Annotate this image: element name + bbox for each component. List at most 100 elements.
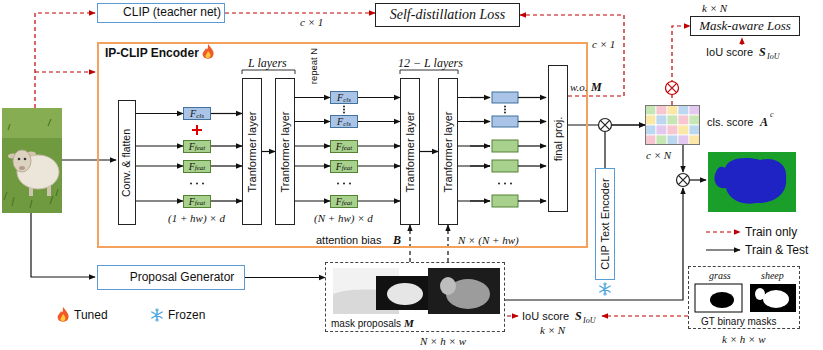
ellipsis-dots <box>202 183 204 185</box>
flow-arrows <box>518 165 546 166</box>
ellipsis-dots <box>190 183 192 185</box>
token-box: Ffeat <box>330 160 358 173</box>
node-label: Tranformer layer <box>279 111 291 192</box>
annotation-label: k × h × w <box>722 333 766 345</box>
flow-arrows <box>470 145 490 146</box>
gt-mask-images <box>695 284 742 312</box>
annotation-label: IoU score <box>706 46 753 58</box>
input-photo <box>4 119 58 208</box>
node-label: IP-CLIP Encoder <box>105 47 199 60</box>
connector-arrow <box>358 97 400 98</box>
node-label: Tranformer layer <box>442 111 454 192</box>
score-grid-cells <box>656 125 667 135</box>
input-photo <box>18 158 21 161</box>
node-label: cls <box>343 97 351 105</box>
node-label: Proposal Generator <box>130 271 235 284</box>
node-label: cls <box>343 121 351 129</box>
train-only-arrows <box>741 38 742 45</box>
annotation-label: c × 1 <box>592 38 615 50</box>
node-label: F <box>336 141 342 152</box>
mask-proposal-images <box>333 268 500 314</box>
node-label: cls. score <box>707 116 753 128</box>
connector-arrow <box>358 121 400 122</box>
gt-mask-images <box>763 290 789 308</box>
node-label: feat <box>195 200 206 208</box>
mask-proposal-images <box>376 276 432 310</box>
connector-arrow <box>605 125 645 168</box>
ellipsis-dots <box>337 183 339 185</box>
score-grid-cells <box>678 105 689 115</box>
multiply-operator <box>677 174 690 187</box>
connector-arrow <box>409 225 410 262</box>
connector-arrow <box>262 151 275 152</box>
output-token-column <box>492 140 518 152</box>
node-label: CLIP Text Encoder <box>599 178 611 269</box>
connector-arrow <box>358 200 400 201</box>
output-token-column <box>492 92 518 207</box>
connector-arrow <box>136 165 183 166</box>
flow-arrows <box>518 145 546 146</box>
node-label: feat <box>342 200 353 208</box>
flow-arrows <box>505 188 683 300</box>
flow-arrows <box>682 145 683 172</box>
add-symbol <box>192 125 202 135</box>
output-token-column <box>492 92 518 103</box>
node-label: A <box>760 115 768 130</box>
ellipsis-dots <box>343 112 345 114</box>
node-label: F <box>336 161 342 172</box>
score-grid-cells <box>645 105 700 145</box>
node-label: Self-distillation Loss <box>390 7 506 22</box>
ellipsis-dots <box>343 183 345 185</box>
input-photo <box>19 166 25 170</box>
add-symbol <box>192 125 202 135</box>
output-token-column <box>492 160 518 172</box>
mask-proposal-images <box>440 277 456 295</box>
score-grid-cells <box>645 125 656 135</box>
flow-arrows <box>458 98 490 202</box>
token-box: Fcls <box>330 115 358 128</box>
annotation-label: N × (N + hw) <box>458 234 519 246</box>
multiply-operator-train <box>667 83 676 92</box>
annotation-label: (1 + hw) × d <box>168 212 225 224</box>
flow-arrows <box>518 121 546 122</box>
annotation-label: IoU <box>767 52 779 61</box>
node-label: grass <box>709 270 731 281</box>
connector-arrow <box>295 165 330 166</box>
frozen-icon <box>600 283 610 295</box>
node-label: F <box>337 116 343 127</box>
loss-box: Mask-aware Loss <box>690 16 800 36</box>
score-grid-cells <box>656 105 667 115</box>
connector-arrow <box>211 113 242 114</box>
annotation-label: B <box>393 233 401 248</box>
score-grid-cells <box>645 115 656 125</box>
layer-brackets <box>242 70 458 74</box>
train-only-arrows <box>507 315 518 316</box>
legend-label: Tuned <box>74 308 108 322</box>
score-grid-cells <box>689 105 700 115</box>
annotation-label: M <box>591 80 602 95</box>
connector-arrow <box>295 97 330 98</box>
flow-arrows <box>31 98 706 301</box>
score-grid-cells <box>656 135 667 145</box>
legend-entry: Train only <box>745 226 797 239</box>
score-grid-cells <box>678 125 689 135</box>
train-only-arrows <box>35 13 95 108</box>
score-grid-cells <box>656 115 667 125</box>
score-grid-cells <box>678 135 689 145</box>
output-token-column <box>492 116 518 127</box>
connector-arrow <box>211 145 242 146</box>
flow-arrows <box>518 97 546 98</box>
annotation-label: IoU <box>583 316 595 325</box>
ellipsis-dots <box>504 183 506 185</box>
score-grid-cells <box>689 135 700 145</box>
gt-mask-images <box>750 284 796 312</box>
score-grid-cells <box>667 135 678 145</box>
node-label: F <box>190 108 196 119</box>
connector-arrow <box>295 121 330 122</box>
gt-mask-images <box>710 292 734 308</box>
teacher-box: CLIP (teacher net) <box>97 3 225 23</box>
flow-arrows <box>518 200 546 201</box>
